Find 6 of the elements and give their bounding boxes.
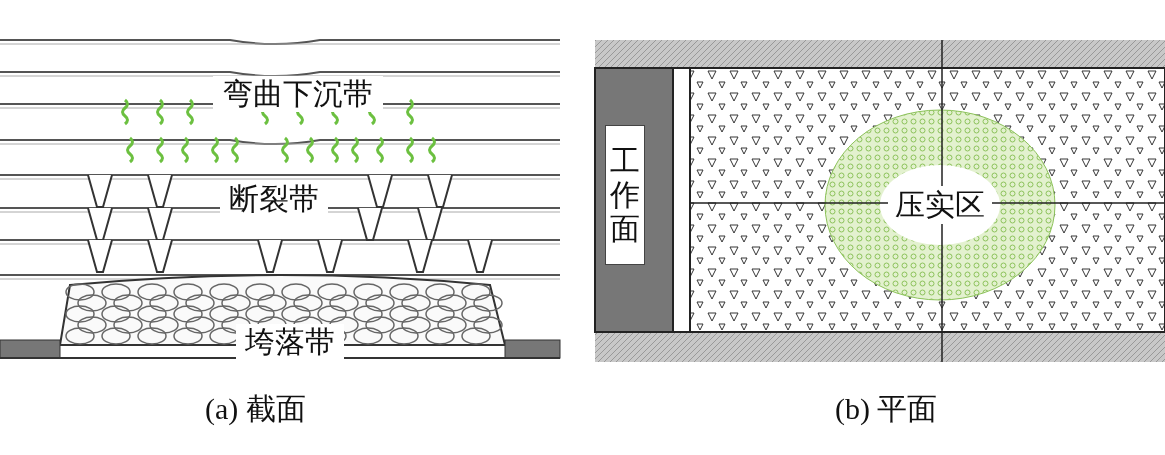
workface-box: 工作面 [605, 125, 645, 265]
compacted-zone-label: 压实区 [888, 186, 992, 224]
figure-caption: (a) 截面 [205, 392, 306, 426]
figure-caption: (b) 平面 [835, 392, 938, 426]
zone-label: 弯曲下沉带 [213, 76, 383, 112]
zone-label: 垮落带 [236, 324, 344, 360]
